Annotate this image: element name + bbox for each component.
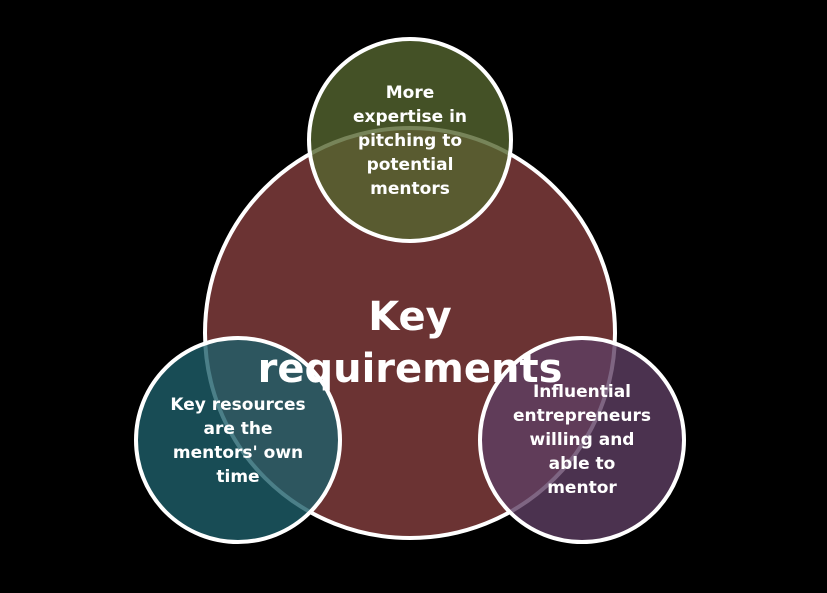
left-label-line: time <box>216 467 259 487</box>
top-label-line: pitching to <box>358 131 462 151</box>
top-circle <box>307 37 513 243</box>
top-label-line: expertise in <box>353 107 467 127</box>
top-label-line: potential <box>367 155 454 175</box>
right-circle <box>478 336 686 544</box>
center-title-line2: requirements <box>258 346 563 392</box>
center-title-line1: Key <box>368 294 452 340</box>
top-label-line: mentors <box>370 179 450 199</box>
left-label-line: are the <box>203 419 272 439</box>
right-label-line: entrepreneurs <box>513 406 651 426</box>
left-label-line: mentors' own <box>173 443 303 463</box>
left-label-line: Key resources <box>170 395 305 415</box>
right-label-line: able to <box>549 454 616 474</box>
right-label-line: willing and <box>530 430 635 450</box>
top-circle-label: More expertise in pitching to potential … <box>353 83 467 199</box>
right-label-line: mentor <box>547 478 617 498</box>
top-label-line: More <box>386 83 435 103</box>
left-circle <box>134 336 342 544</box>
right-circle-label: Influential entrepreneurs willing and ab… <box>513 382 651 498</box>
left-circle-label: Key resources are the mentors' own time <box>170 395 305 487</box>
right-label-line: Influential <box>533 382 631 402</box>
